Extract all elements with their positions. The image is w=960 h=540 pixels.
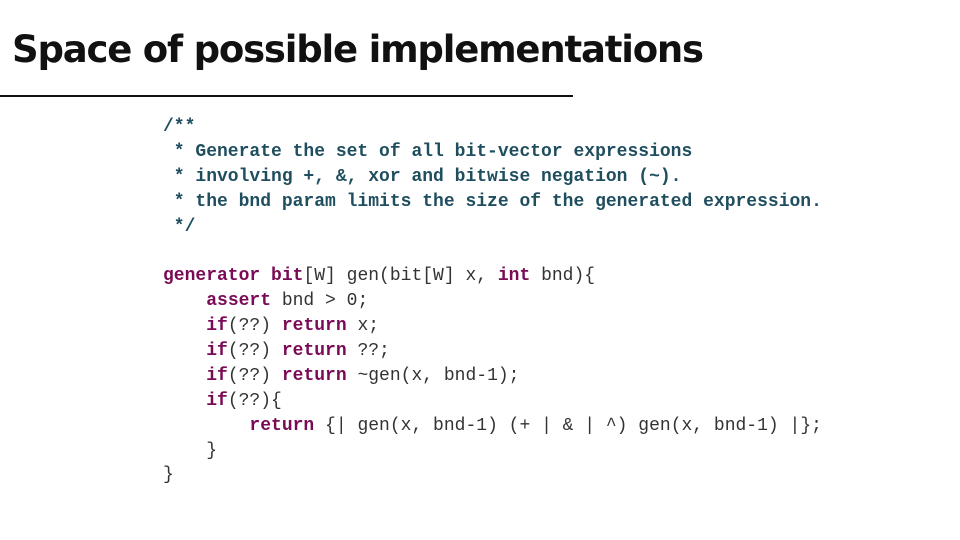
- code-line: return {| gen(x, bnd-1) (+ | & | ^) gen(…: [163, 414, 822, 439]
- code-keyword: if: [206, 365, 228, 386]
- code-line: if(??) return ~gen(x, bnd-1);: [163, 364, 822, 389]
- code-text: }: [163, 440, 218, 461]
- code-line: [163, 239, 822, 264]
- code-line: if(??) return x;: [163, 314, 822, 339]
- code-text: (??){: [227, 390, 282, 411]
- code-comment: * the bnd param limits the size of the g…: [163, 191, 822, 212]
- code-line: * Generate the set of all bit-vector exp…: [163, 140, 822, 165]
- code-block: /** * Generate the set of all bit-vector…: [163, 115, 822, 488]
- code-text: [163, 391, 206, 411]
- code-text: (??): [227, 316, 282, 337]
- code-text: (??): [227, 341, 282, 362]
- code-comment: /**: [163, 117, 196, 137]
- code-line: * involving +, &, xor and bitwise negati…: [163, 165, 822, 190]
- code-line: */: [163, 215, 822, 240]
- code-keyword: return: [249, 415, 315, 436]
- code-text: [260, 266, 271, 286]
- code-text: [163, 341, 206, 361]
- code-text: [163, 316, 206, 336]
- code-keyword: if: [206, 316, 228, 337]
- code-keyword: return: [281, 341, 347, 362]
- code-keyword: if: [206, 341, 228, 362]
- code-keyword: assert: [206, 291, 272, 312]
- code-text: bnd > 0;: [271, 291, 369, 312]
- code-text: bnd){: [530, 266, 596, 287]
- title-underline: [0, 95, 573, 97]
- code-keyword: if: [206, 390, 228, 411]
- code-line: * the bnd param limits the size of the g…: [163, 190, 822, 215]
- code-text: }: [163, 465, 174, 486]
- code-line: if(??){: [163, 389, 822, 414]
- code-line: /**: [163, 115, 822, 140]
- code-keyword: generator: [163, 266, 261, 287]
- code-comment: * Generate the set of all bit-vector exp…: [163, 141, 693, 162]
- code-text: [163, 366, 206, 386]
- code-text: (??): [227, 365, 282, 386]
- code-text: [163, 291, 206, 311]
- code-line: generator bit[W] gen(bit[W] x, int bnd){: [163, 264, 822, 289]
- code-text: [163, 416, 249, 436]
- code-text: x;: [346, 316, 380, 337]
- code-keyword: int: [497, 266, 531, 287]
- code-text: [W] gen(bit[W] x,: [303, 266, 498, 287]
- code-comment: * involving +, &, xor and bitwise negati…: [163, 166, 682, 187]
- code-keyword: return: [281, 365, 347, 386]
- code-line: }: [163, 439, 822, 464]
- code-comment: */: [163, 216, 196, 237]
- code-text: ??;: [346, 341, 390, 362]
- code-text: ~gen(x, bnd-1);: [346, 365, 520, 386]
- code-line: assert bnd > 0;: [163, 289, 822, 314]
- code-text: {| gen(x, bnd-1) (+ | & | ^) gen(x, bnd-…: [314, 415, 822, 436]
- code-keyword: return: [281, 316, 347, 337]
- code-line: }: [163, 463, 822, 488]
- code-keyword: bit: [271, 266, 304, 287]
- code-line: if(??) return ??;: [163, 339, 822, 364]
- slide-title: Space of possible implementations: [12, 28, 704, 71]
